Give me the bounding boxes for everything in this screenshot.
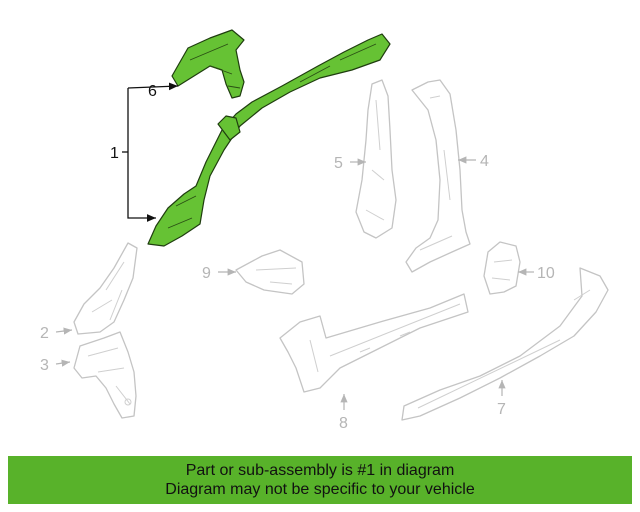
part-6-shape[interactable] (171, 29, 245, 99)
callout-3-leader (55, 359, 71, 367)
callout-6-leader (127, 82, 179, 91)
part-8-shape[interactable] (279, 293, 469, 393)
callout-10[interactable]: 10 (537, 265, 555, 282)
part-7-shape[interactable] (401, 267, 609, 421)
callout-1-bracket (127, 88, 156, 222)
callout-8[interactable]: 8 (339, 415, 348, 432)
part-10-shape[interactable] (483, 241, 521, 295)
callout-3[interactable]: 3 (40, 357, 49, 374)
part-9-shape[interactable] (235, 249, 305, 295)
info-banner: Part or sub-assembly is #1 in diagram Di… (8, 456, 632, 504)
callout-2[interactable]: 2 (40, 325, 49, 342)
part-5-shape[interactable] (355, 79, 397, 239)
banner-line-2: Diagram may not be specific to your vehi… (165, 481, 475, 498)
part-2-shape[interactable] (73, 242, 138, 335)
parts-diagram: 1 6 2 3 4 5 7 8 9 10 (40, 29, 609, 432)
callout-9[interactable]: 9 (202, 265, 211, 282)
callout-4[interactable]: 4 (480, 153, 489, 170)
part-4-shape[interactable] (405, 79, 471, 273)
callout-2-leader (55, 327, 73, 335)
banner-line-1: Part or sub-assembly is #1 in diagram (185, 462, 455, 479)
callout-1[interactable]: 1 (110, 145, 119, 162)
part-1-shape[interactable] (147, 33, 391, 247)
callout-7[interactable]: 7 (497, 401, 506, 418)
callout-6[interactable]: 6 (148, 83, 157, 100)
part-3-shape[interactable] (73, 331, 137, 419)
callout-5[interactable]: 5 (334, 155, 343, 172)
